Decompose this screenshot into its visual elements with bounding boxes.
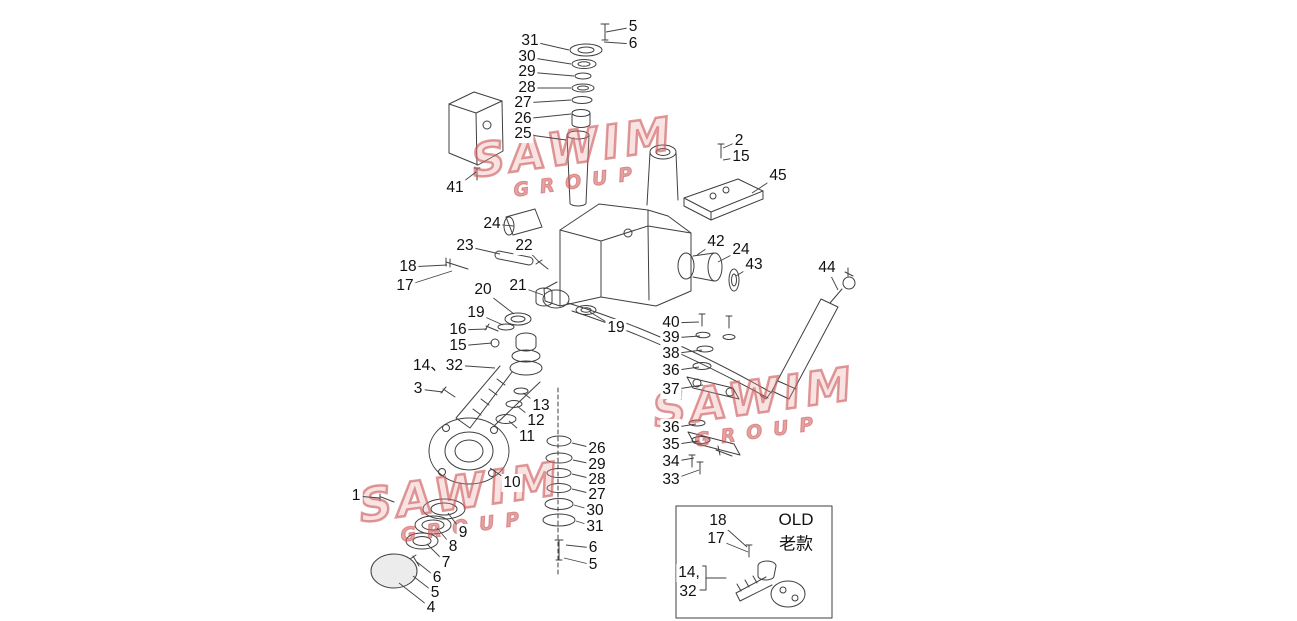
bolt-part-5-6 [600, 23, 610, 41]
ball-joint-lower [687, 419, 741, 475]
part-callout-5: 5 [586, 556, 600, 574]
part-callout-32: 32 [677, 583, 699, 601]
part-callout-25: 25 [512, 125, 534, 143]
cover-plate-45 [683, 143, 764, 221]
part-callout-27: 27 [512, 94, 534, 112]
part-callout-12: 12 [525, 412, 547, 430]
inset-old-label-cn: 老款 [779, 534, 813, 554]
part-callout-30: 30 [584, 502, 606, 520]
part-callout-14-: 14, [676, 564, 702, 582]
part-callout-29: 29 [586, 456, 608, 474]
part-callout-6: 6 [586, 539, 600, 557]
inset-old-label: OLD [778, 510, 814, 529]
part-callout-33: 33 [660, 471, 682, 489]
part-callout-30: 30 [516, 48, 538, 66]
part-callout-15: 15 [730, 148, 752, 166]
part-callout-18: 18 [397, 258, 419, 276]
housing-tube [646, 144, 679, 206]
wheel-hub [428, 381, 541, 485]
part-callout-10: 10 [501, 474, 523, 492]
part-callout-2: 2 [732, 132, 746, 150]
part-callout-1: 1 [349, 487, 363, 505]
part-callout-43: 43 [743, 256, 765, 274]
seal-stack-lower [542, 387, 576, 576]
part-callout-28: 28 [516, 79, 538, 97]
part-callout-44: 44 [816, 259, 838, 277]
part-callout-6: 6 [430, 569, 444, 587]
part-callout-36: 36 [660, 419, 682, 437]
part-callout-5: 5 [626, 18, 640, 36]
washer-stack-top [566, 43, 603, 207]
part-callout-23: 23 [454, 237, 476, 255]
bushings-right [677, 252, 740, 292]
part-callout-42: 42 [705, 233, 727, 251]
part-callout-28: 28 [586, 471, 608, 489]
part-callout-31: 31 [519, 32, 541, 50]
part-callout-35: 35 [660, 436, 682, 454]
bearing-rings [370, 498, 466, 589]
part-callout-40: 40 [660, 314, 682, 332]
part-callout-24: 24 [481, 215, 503, 233]
part-callout-19: 19 [465, 304, 487, 322]
part-callout-34: 34 [660, 453, 682, 471]
ball-joint-upper [686, 313, 740, 400]
part-callout-24: 24 [730, 241, 752, 259]
part-callout-14-32: 14、32 [411, 353, 465, 375]
part-callout-27: 27 [586, 486, 608, 504]
part-callout-4: 4 [424, 599, 438, 617]
part-callout-38: 38 [660, 345, 682, 363]
part-callout-20: 20 [472, 281, 494, 299]
steering-knuckle [455, 332, 543, 429]
part-callout-29: 29 [516, 63, 538, 81]
part-callout-37: 37 [660, 381, 682, 399]
part-callout-39: 39 [660, 329, 682, 347]
part-callout-5: 5 [428, 584, 442, 602]
part-callout-7: 7 [439, 554, 453, 572]
part-callout-6: 6 [626, 35, 640, 53]
part-callout-45: 45 [767, 167, 789, 185]
part-callout-19: 19 [605, 319, 627, 337]
axle-housing [542, 203, 692, 309]
part-callout-21: 21 [507, 277, 529, 295]
part-callout-26: 26 [512, 110, 534, 128]
inset-old-version-box [675, 505, 833, 619]
part-callout-8: 8 [446, 538, 460, 556]
part-callout-26: 26 [586, 440, 608, 458]
part-callout-11: 11 [516, 428, 538, 446]
part-callout-17: 17 [705, 530, 727, 548]
part-callout-17: 17 [394, 277, 416, 295]
part-callout-13: 13 [530, 397, 552, 415]
part-callout-31: 31 [584, 518, 606, 536]
part-callout-41: 41 [444, 179, 466, 197]
part-callout-16: 16 [447, 321, 469, 339]
part-callout-9: 9 [456, 524, 470, 542]
bracket-block-41 [448, 91, 504, 181]
part-callout-36: 36 [660, 362, 682, 380]
part-callout-22: 22 [513, 237, 535, 255]
part-callout-3: 3 [411, 380, 425, 398]
left-fasteners [379, 208, 597, 503]
part-callout-18: 18 [707, 512, 729, 530]
part-callout-15: 15 [447, 337, 469, 355]
